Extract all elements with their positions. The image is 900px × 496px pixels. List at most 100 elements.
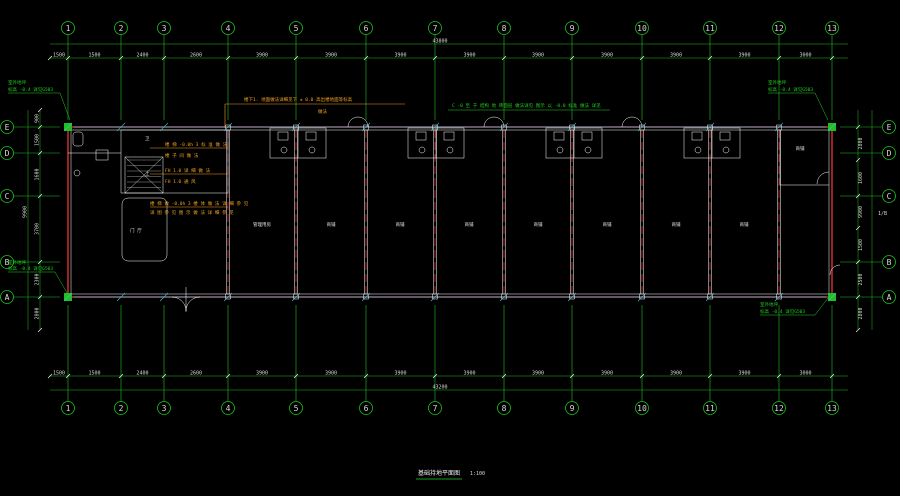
dim-tick bbox=[501, 373, 507, 379]
grid-label-4: 4 bbox=[226, 24, 231, 33]
sink bbox=[280, 146, 288, 154]
room-label: 商铺 bbox=[465, 221, 474, 228]
grid-circle bbox=[703, 21, 717, 35]
annotation-bottom-right-1: 室外地坪 bbox=[760, 301, 778, 308]
room-label: 商铺 bbox=[672, 221, 681, 228]
grid-circle bbox=[359, 21, 373, 35]
dim-bottom-value: 3900 bbox=[256, 371, 268, 377]
grid-circle bbox=[497, 21, 511, 35]
dim-tick bbox=[65, 55, 71, 61]
grid-label-E: E bbox=[5, 123, 10, 132]
dim-top-value: 3900 bbox=[394, 53, 406, 59]
toilet bbox=[553, 131, 565, 141]
inner-wall-line bbox=[70, 129, 830, 295]
dim-bottom-value: 3900 bbox=[601, 371, 613, 377]
glass-tick bbox=[223, 292, 233, 302]
sink bbox=[446, 146, 454, 154]
toilet bbox=[719, 131, 731, 141]
sink bbox=[418, 146, 426, 154]
dim-top-value: 3000 bbox=[799, 53, 811, 59]
glass-tick bbox=[63, 292, 73, 302]
dim-left-value: 1600 bbox=[35, 168, 41, 180]
annotation-left-b-2: 标高 -0.4 详见G503 bbox=[8, 265, 53, 272]
grid-label-9: 9 bbox=[570, 24, 575, 33]
grid-label-10: 10 bbox=[637, 404, 647, 413]
column bbox=[639, 293, 645, 300]
dim-tick bbox=[432, 55, 438, 61]
grid-circle bbox=[114, 401, 128, 415]
glass-tick bbox=[637, 122, 647, 132]
toilet bbox=[691, 131, 703, 141]
dim-tick bbox=[118, 55, 124, 61]
column bbox=[501, 293, 507, 300]
glass-tick bbox=[637, 292, 647, 302]
stair-diagonal bbox=[124, 156, 164, 194]
grid-circle bbox=[0, 120, 14, 134]
annotation-stair-4: FH 1.0 通 风 bbox=[165, 178, 196, 185]
sink bbox=[722, 146, 730, 154]
annotation-left-b-1: 室外地坪 bbox=[8, 259, 26, 266]
door-swing bbox=[171, 296, 187, 312]
dim-tick bbox=[37, 150, 43, 156]
column bbox=[432, 124, 438, 131]
dim-bottom-value: 1500 bbox=[53, 371, 65, 377]
grid-label-4: 4 bbox=[226, 404, 231, 413]
column bbox=[707, 124, 713, 131]
dim-top-total: 43800 bbox=[432, 39, 447, 45]
glass-tick bbox=[827, 292, 837, 302]
grid-label-D: D bbox=[887, 149, 892, 158]
dim-tick bbox=[37, 259, 43, 265]
dim-right-value: 2500 bbox=[858, 273, 864, 285]
glass-tick bbox=[291, 122, 301, 132]
grid-label-3: 3 bbox=[162, 404, 167, 413]
dim-tick bbox=[501, 55, 507, 61]
stair-room bbox=[120, 129, 229, 194]
glass-tick bbox=[223, 122, 233, 132]
dim-left-value: 1500 bbox=[35, 134, 41, 146]
room-label: 商铺 bbox=[396, 221, 405, 228]
dim-tick bbox=[707, 373, 713, 379]
grid-circle bbox=[882, 120, 896, 134]
door-swing bbox=[816, 171, 830, 185]
grid-label-3: 3 bbox=[162, 24, 167, 33]
drawing-title-text: 基础持地平面图 bbox=[418, 469, 460, 477]
dim-bottom-value: 1500 bbox=[88, 371, 100, 377]
dim-tick bbox=[776, 55, 782, 61]
door-swing bbox=[493, 116, 505, 128]
grid-circle bbox=[565, 401, 579, 415]
grid-label-11: 11 bbox=[705, 404, 715, 413]
column bbox=[363, 293, 369, 300]
grid-circle bbox=[825, 401, 839, 415]
label-lobby: 门 厅 bbox=[130, 227, 142, 234]
grid-circle bbox=[428, 21, 442, 35]
sink bbox=[584, 146, 592, 154]
walls bbox=[64, 123, 836, 301]
dim-top-value: 2400 bbox=[136, 53, 148, 59]
grid-label-A: A bbox=[5, 293, 10, 302]
glass-tick bbox=[361, 292, 371, 302]
lobby-counter bbox=[121, 197, 168, 262]
dim-tick bbox=[161, 373, 167, 379]
dim-tick bbox=[855, 294, 861, 300]
dim-tick bbox=[829, 55, 835, 61]
dim-bottom-value: 3900 bbox=[325, 371, 337, 377]
dim-top-value: 3900 bbox=[601, 53, 613, 59]
grid-label-9: 9 bbox=[570, 404, 575, 413]
grid-label-8: 8 bbox=[502, 404, 507, 413]
grid-circle bbox=[221, 21, 235, 35]
grid-circle bbox=[359, 401, 373, 415]
annotation-left-top-2: 标高 -0.4 详见G503 bbox=[8, 86, 53, 93]
grid-label-B: B bbox=[5, 258, 10, 267]
grid-label-13: 13 bbox=[827, 404, 837, 413]
glass-tick bbox=[705, 122, 715, 132]
glass-tick bbox=[499, 292, 509, 302]
grid-label-2: 2 bbox=[119, 404, 124, 413]
annotation-floor-note-2: 做法 bbox=[318, 108, 327, 115]
glass-tick bbox=[430, 122, 440, 132]
grid-label-A: A bbox=[887, 293, 892, 302]
toilet bbox=[415, 131, 427, 141]
toilet bbox=[443, 131, 455, 141]
grid-circle bbox=[703, 401, 717, 415]
annotation-floor-note: 楼下1. 地面做法详细见下 ± 0.0 高出楼地面等标高 bbox=[244, 96, 353, 103]
glass-tick bbox=[159, 122, 169, 132]
